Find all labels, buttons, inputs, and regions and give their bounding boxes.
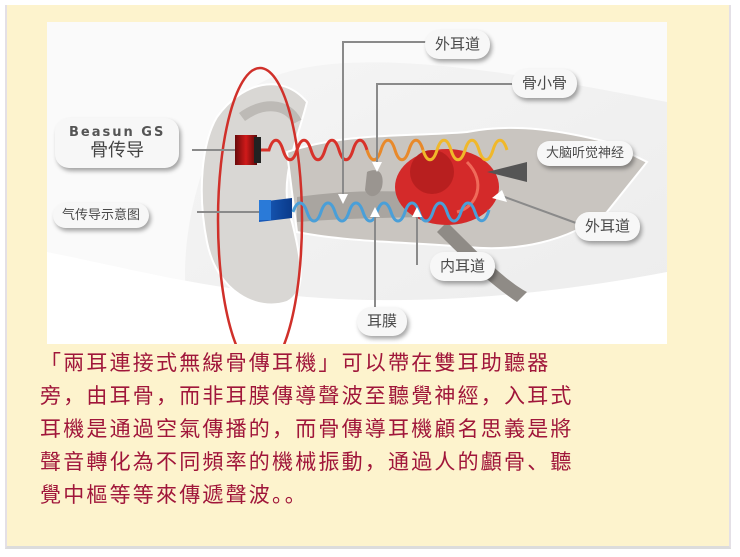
caption-line: 聲音轉化為不同頻率的機械振動，通過人的顱骨、聽 <box>40 450 574 474</box>
caption-line: 「兩耳連接式無線骨傳耳機」可以帶在雙耳助聽器 <box>40 351 551 375</box>
inner-ear-canal-label: 内耳道 <box>430 252 496 281</box>
ear-anatomy-illustration <box>47 22 667 344</box>
caption-line: 覺中樞等等來傳遞聲波。。 <box>40 483 308 507</box>
bone-conduction-label: Beasun GS 骨传导 <box>55 118 180 168</box>
caption-text: 「兩耳連接式無線骨傳耳機」可以帶在雙耳助聽器 旁，由耳骨，而非耳膜傳導聲波至聽覺… <box>40 347 700 512</box>
outer-ear-canal-top-label: 外耳道 <box>425 30 491 59</box>
caption-line: 旁，由耳骨，而非耳膜傳導聲波至聽覺神經，入耳式 <box>40 384 574 408</box>
auditory-nerve-label: 大脑听觉神经 <box>537 141 634 166</box>
brand-name: Beasun GS <box>69 125 166 140</box>
outer-ear-canal-right-label: 外耳道 <box>575 212 641 241</box>
air-conduction-label: 气传导示意图 <box>53 203 150 228</box>
bone-conduction-text: 骨传导 <box>90 140 145 161</box>
eardrum-label: 耳膜 <box>357 307 408 336</box>
ossicles-label: 骨小骨 <box>512 69 578 98</box>
caption-line: 耳機是通過空氣傳播的，而骨傳導耳機顧名思義是將 <box>40 417 574 441</box>
ear-conduction-diagram: Beasun GS 骨传导 气传导示意图 外耳道 骨小骨 大脑听觉神经 外耳道 … <box>47 22 667 344</box>
